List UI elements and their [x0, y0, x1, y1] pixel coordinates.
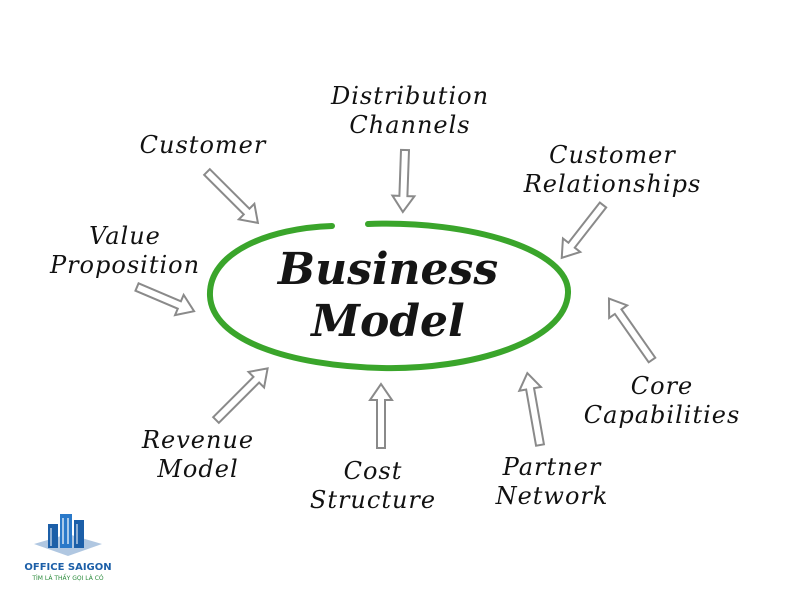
center-title-line2: Model — [311, 296, 465, 347]
label-customer-relationships: Customer Relationships — [523, 141, 702, 198]
arrow-customer — [202, 167, 260, 225]
label-customer: Customer — [139, 131, 267, 159]
label-value-proposition: Value Proposition — [49, 222, 201, 279]
arrow-core-capabilities — [607, 297, 657, 364]
logo-tagline: TÌM LÀ THẤY GỌI LÀ CÓ — [32, 575, 104, 582]
arrow-distribution-channels — [390, 148, 417, 214]
label-distribution-channels: Distribution Channels — [330, 82, 490, 139]
arrow-cost-structure — [368, 382, 394, 449]
arrow-partner-network — [517, 371, 546, 447]
arrow-revenue-model — [211, 367, 269, 425]
logo-name: OFFICE SAIGON — [24, 562, 112, 573]
arrow-customer-relationships — [560, 201, 608, 260]
center-title-line1: Business — [277, 244, 499, 295]
label-cost-structure: Cost Structure — [309, 457, 437, 514]
building-icon — [34, 514, 102, 556]
arrow-value-proposition — [134, 282, 196, 317]
label-partner-network: Partner Network — [495, 453, 609, 510]
label-revenue-model: Revenue Model — [141, 426, 255, 483]
label-core-capabilities: Core Capabilities — [583, 372, 741, 429]
center-title: Business Model — [268, 244, 508, 348]
office-saigon-logo: OFFICE SAIGON TÌM LÀ THẤY GỌI LÀ CÓ — [18, 508, 118, 588]
center-ellipse — [206, 220, 572, 372]
